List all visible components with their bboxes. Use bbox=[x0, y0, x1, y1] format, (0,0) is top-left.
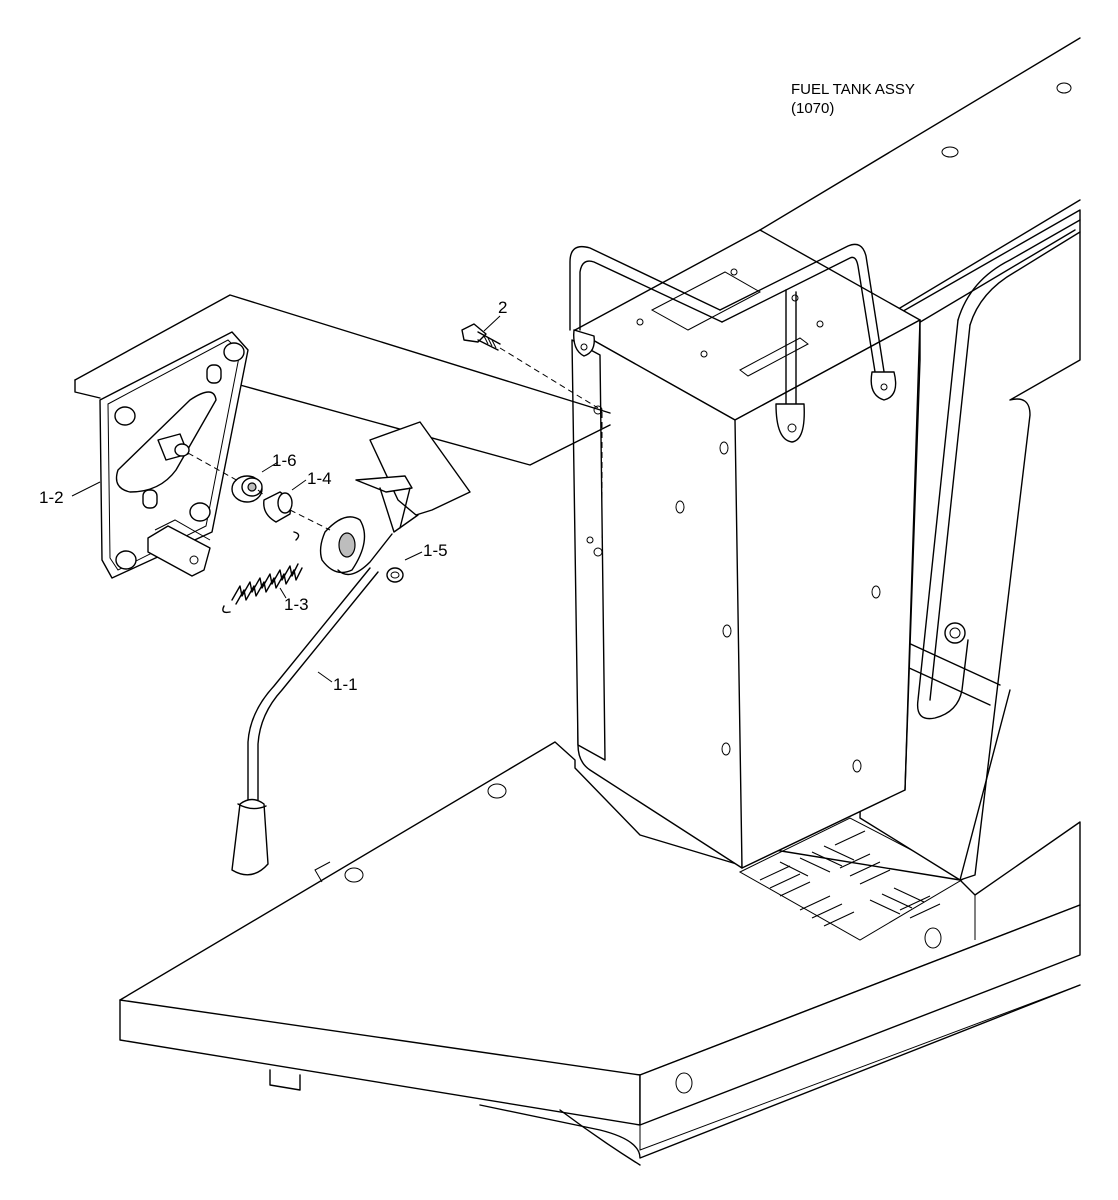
callout-1-4: 1-4 bbox=[307, 469, 332, 488]
mounting-plate-1-2 bbox=[99, 331, 249, 579]
spring-1-3 bbox=[222, 531, 303, 614]
callout-1-3: 1-3 bbox=[284, 595, 309, 614]
callout-2: 2 bbox=[498, 298, 507, 317]
mounting-panel-outline bbox=[74, 294, 611, 466]
bolt-2 bbox=[461, 323, 501, 351]
callout-1-6: 1-6 bbox=[272, 451, 297, 470]
fuel-tank bbox=[569, 229, 921, 869]
leader-lines bbox=[71, 315, 603, 683]
reference-title-text: FUEL TANK ASSY bbox=[791, 81, 915, 98]
callout-1-5: 1-5 bbox=[423, 541, 448, 560]
washer-1-6 bbox=[231, 475, 263, 503]
reference-title: FUEL TANK ASSY (1070) bbox=[791, 81, 915, 117]
upper-frame-rail bbox=[759, 37, 1081, 327]
lever-1-1 bbox=[231, 421, 471, 876]
base-platform bbox=[119, 741, 1081, 1166]
callout-labels: 2 1-6 1-4 1-2 1-5 1-3 1-1 bbox=[39, 298, 507, 694]
reference-number-text: (1070) bbox=[791, 100, 834, 117]
callout-1-2: 1-2 bbox=[39, 488, 64, 507]
bushing-1-4 bbox=[263, 491, 293, 523]
snap-ring-1-5 bbox=[386, 567, 404, 583]
tread-plate bbox=[738, 817, 967, 941]
callout-1-1: 1-1 bbox=[333, 675, 358, 694]
